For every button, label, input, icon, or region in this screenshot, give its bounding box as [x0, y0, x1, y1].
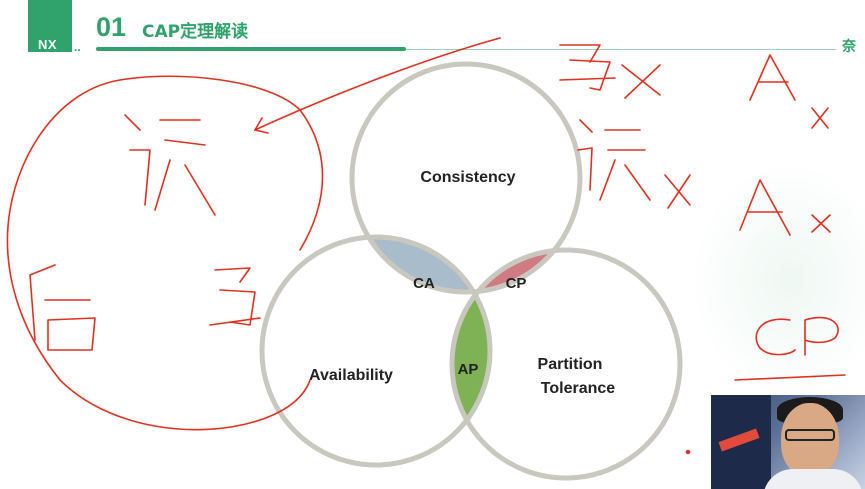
ap-label: AP	[458, 361, 479, 378]
logo-text: NX	[38, 37, 58, 52]
consistency-label: Consistency	[420, 169, 515, 186]
webcam-overlay	[711, 395, 865, 489]
background-watermark	[690, 160, 865, 400]
partition-label-line1: Partition	[538, 356, 603, 373]
handwritten-annotations	[6, 37, 846, 455]
availability-circle	[259, 234, 493, 468]
presenter-shirt	[763, 469, 863, 489]
ca-label: CA	[413, 275, 435, 292]
logo-dots: ..	[74, 40, 81, 54]
consistency-circle	[349, 61, 583, 295]
header-underline	[96, 47, 406, 51]
logo-block	[28, 0, 72, 52]
slide-title: CAP定理解读	[142, 22, 249, 42]
brand-text: 奈	[842, 39, 856, 55]
slide-number: 01	[96, 12, 127, 42]
cp-label: CP	[506, 275, 527, 292]
header-divider	[406, 49, 836, 50]
partition-tolerance-circle	[449, 247, 683, 481]
availability-label: Availability	[309, 367, 393, 384]
partition-label-line2: Tolerance	[541, 380, 616, 397]
presenter-glasses	[785, 429, 835, 441]
